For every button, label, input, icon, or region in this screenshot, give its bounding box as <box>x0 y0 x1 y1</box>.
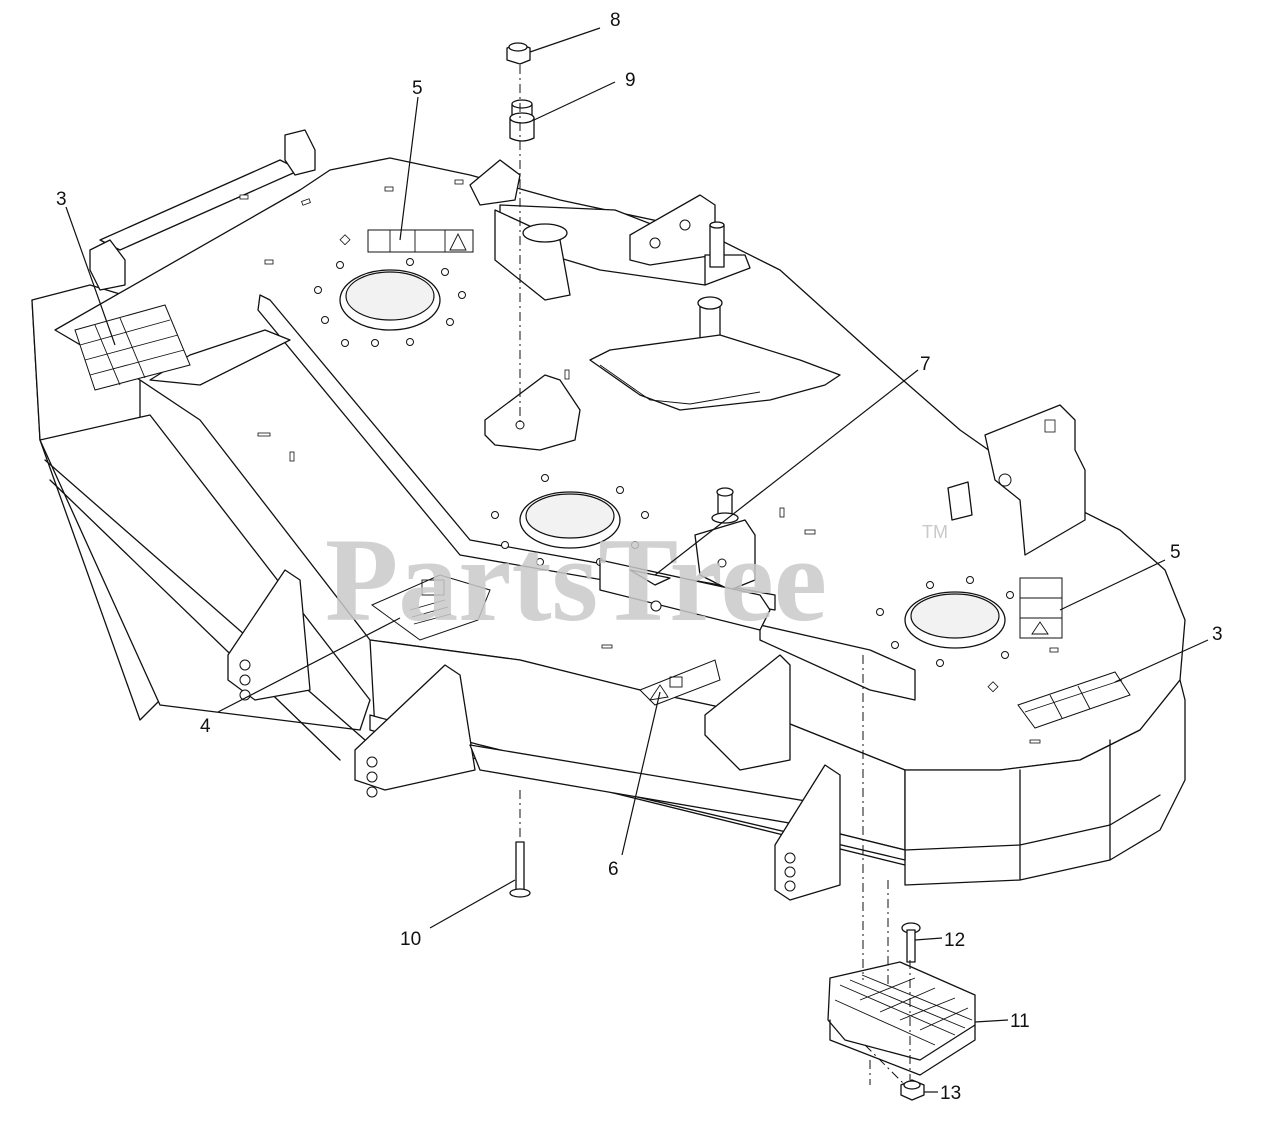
callout-12: 12 <box>944 930 965 951</box>
callout-13: 13 <box>940 1083 961 1104</box>
callout-3-right: 3 <box>1212 624 1223 645</box>
decal-4 <box>371 574 491 641</box>
callout-5-right: 5 <box>1170 542 1181 563</box>
part-8-nut <box>506 42 531 65</box>
callout-10: 10 <box>400 929 421 950</box>
leader-lines <box>65 27 1209 1093</box>
assembly-center-lines <box>519 65 911 1086</box>
idler-arm <box>484 374 581 451</box>
decal-3-left <box>74 304 191 391</box>
part-9-spacer <box>509 99 535 142</box>
part-10-bolt <box>509 841 531 898</box>
part-12-bolt <box>901 922 921 963</box>
idler-bracket-assembly <box>469 159 841 411</box>
callout-3-left: 3 <box>56 189 67 210</box>
callout-6: 6 <box>608 859 619 880</box>
watermark-trademark: TM <box>922 522 948 542</box>
mounting-holes <box>314 258 1029 667</box>
part-11-skid-wheel <box>827 961 976 1076</box>
callout-5-top: 5 <box>412 78 423 99</box>
callout-7: 7 <box>920 354 931 375</box>
callout-8: 8 <box>610 10 621 31</box>
callout-4: 4 <box>200 716 211 737</box>
decal-5-top <box>367 229 474 253</box>
watermark: PartsTree <box>325 513 827 646</box>
divider-hole <box>650 600 662 612</box>
spindle-openings <box>339 269 1006 649</box>
decal-5-right <box>1019 577 1063 639</box>
callout-9: 9 <box>625 70 636 91</box>
decal-3-right <box>1017 671 1131 729</box>
callout-labels: 8 9 5 3 7 5 3 4 6 10 12 11 13 <box>56 10 1223 1104</box>
callout-11: 11 <box>1010 1011 1030 1032</box>
divider-tab <box>629 569 671 586</box>
part-13-nut <box>900 1079 925 1101</box>
